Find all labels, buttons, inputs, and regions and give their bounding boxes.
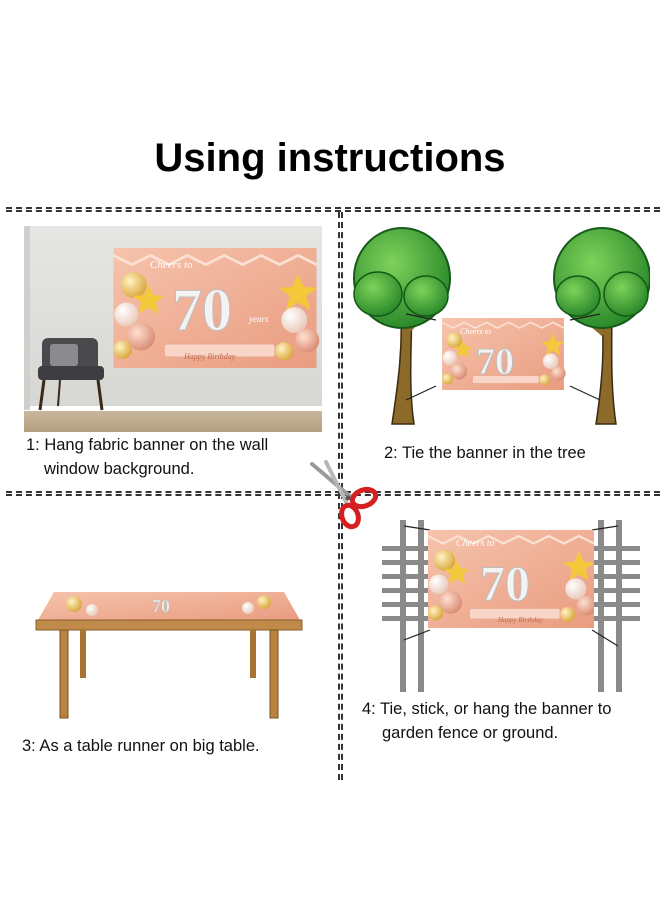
tree-banner: Cheers to 70 xyxy=(441,318,567,390)
wall-scene: Cheers to 70 years Happy Birthday xyxy=(24,226,322,432)
fence-banner-ribbon: Happy Birthday xyxy=(497,616,544,624)
step-3-caption: 3: As a table runner on big table. xyxy=(22,734,260,758)
banner-ribbon-text: Happy Birthday xyxy=(183,352,236,361)
tree-banner-number: 70 xyxy=(476,341,514,383)
top-divider xyxy=(6,207,660,212)
step-4-caption: 4: Tie, stick, or hang the banner to gar… xyxy=(362,697,611,745)
banner-script-text: Cheers to xyxy=(150,259,193,271)
fence-banner: Cheers to 70 Happy Birthday xyxy=(428,528,594,630)
step-1-line1: 1: Hang fabric banner on the wall xyxy=(26,436,269,454)
right-tree xyxy=(553,227,651,425)
wall-banner: Cheers to 70 years Happy Birthday xyxy=(112,248,321,368)
step-4-line2: garden fence or ground. xyxy=(382,724,559,742)
table-scene: 70 xyxy=(34,590,304,720)
tie-ropes xyxy=(405,313,601,401)
step-2-line1: 2: Tie the banner in the tree xyxy=(384,444,586,462)
step-2-caption: 2: Tie the banner in the tree xyxy=(384,441,586,465)
left-fence xyxy=(382,520,434,692)
fence-scene: Cheers to 70 Happy Birthday xyxy=(380,516,642,694)
fence-banner-number: 70 xyxy=(480,555,530,611)
scissors-icon xyxy=(306,458,382,530)
trees-scene: Cheers to 70 xyxy=(350,214,651,434)
middle-divider xyxy=(6,491,660,496)
step-1-line2: window background. xyxy=(44,460,195,478)
table-runner-number: 70 xyxy=(152,596,170,616)
banner-years-text: years xyxy=(248,314,269,324)
step-4-line1: 4: Tie, stick, or hang the banner to xyxy=(362,700,612,718)
banner-number: 70 xyxy=(172,277,232,343)
right-fence xyxy=(586,520,640,692)
step-3-line1: 3: As a table runner on big table. xyxy=(22,737,260,755)
page-title: Using instructions xyxy=(154,136,506,180)
left-tree xyxy=(353,227,451,425)
table-runner: 70 xyxy=(38,592,300,620)
step-1-caption: 1: Hang fabric banner on the wall window… xyxy=(26,433,268,481)
fence-banner-script: Cheers to xyxy=(456,538,495,549)
armchair xyxy=(38,338,104,411)
tree-banner-script: Cheers to xyxy=(460,327,491,336)
